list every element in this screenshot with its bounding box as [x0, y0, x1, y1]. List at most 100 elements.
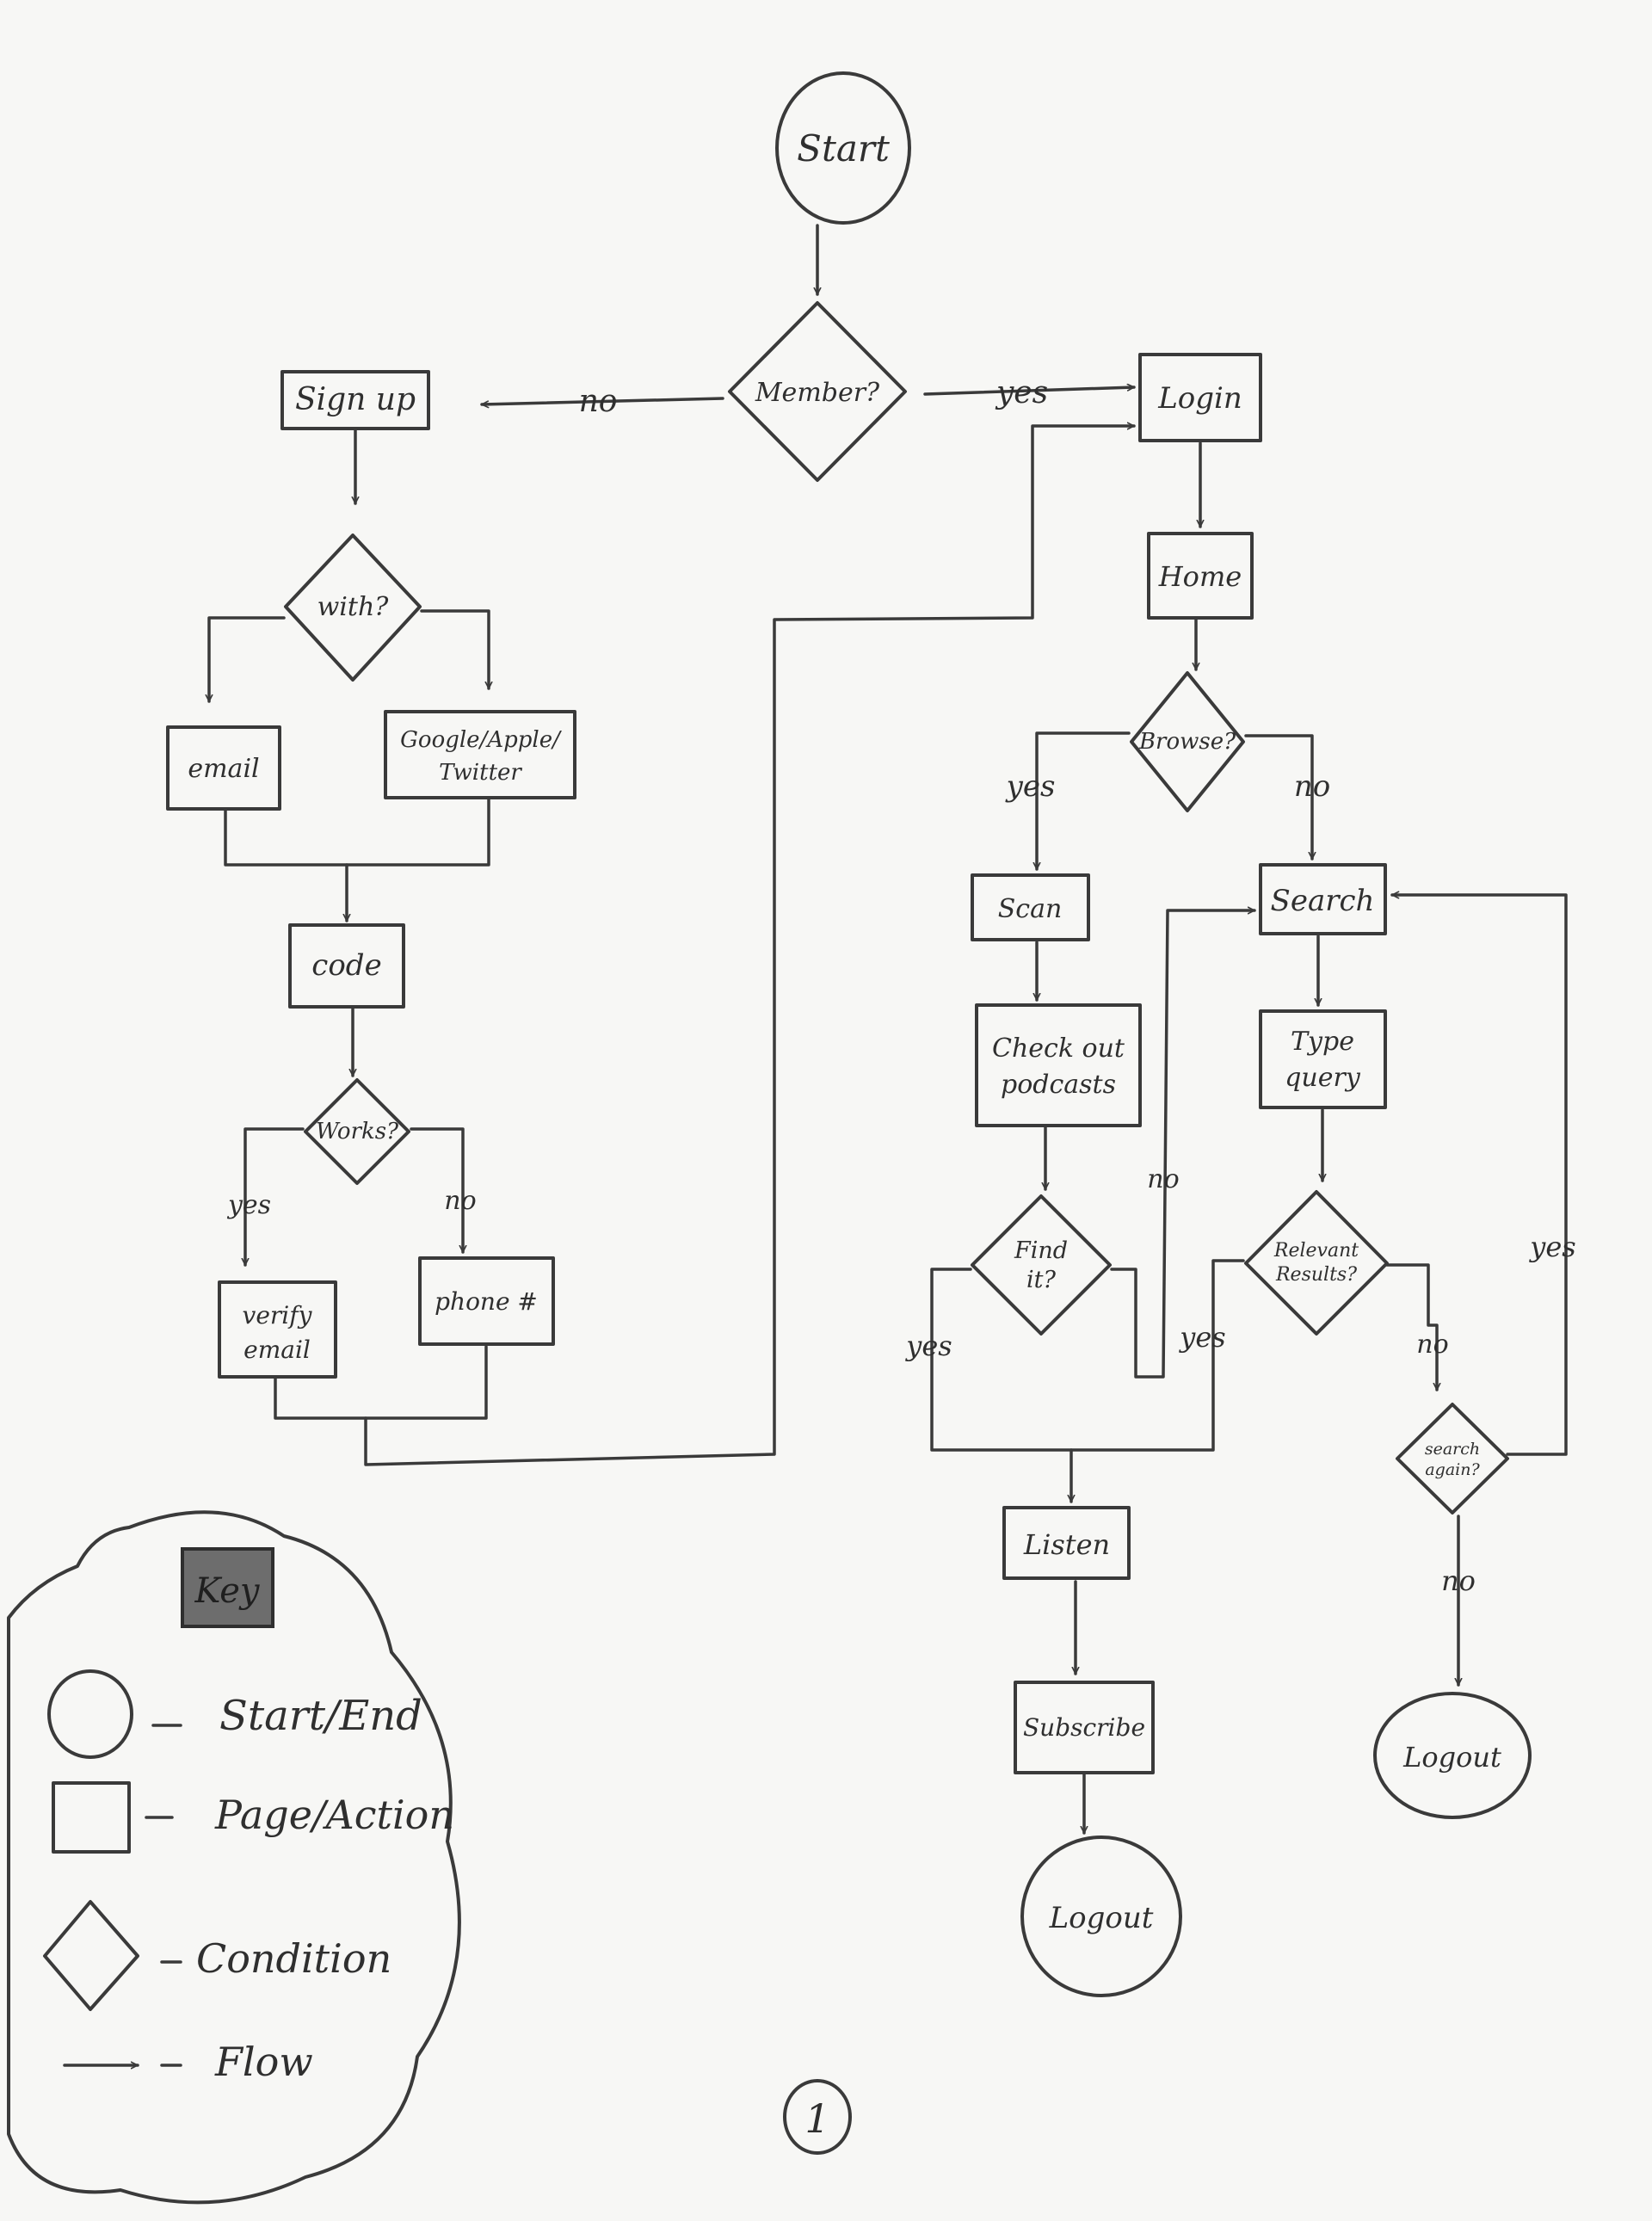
node-relevant-line1: Relevant [1273, 1240, 1359, 1262]
node-logout-left: Logout [1020, 1835, 1182, 1997]
edge-find-no-search [1110, 910, 1256, 1379]
node-find-line2: it? [1026, 1267, 1056, 1293]
legend-circle-icon [47, 1669, 133, 1759]
legend-label-page-action: Page/Action [214, 1792, 454, 1838]
edge-works-phone [410, 1127, 463, 1254]
node-search-again-line1: search [1425, 1440, 1480, 1459]
node-scan-label: Scan [998, 894, 1063, 924]
label-again-yes: yes [1528, 1231, 1575, 1263]
node-relevant-results: Relevant Results? [1244, 1190, 1389, 1336]
legend-scalloped-border [7, 1510, 461, 2205]
legend-item-flow: Flow [63, 2039, 313, 2085]
edge-browse-scan [1037, 731, 1131, 871]
node-search-again: search again? [1396, 1403, 1509, 1515]
node-search: Search [1259, 863, 1387, 935]
label-find-no: no [1147, 1164, 1179, 1194]
node-email: email [166, 725, 281, 811]
node-member: Member? [728, 301, 907, 482]
legend: Key Start/End Page/Action Condition Flow [7, 1510, 461, 2205]
node-type-query-line2: query [1285, 1063, 1361, 1093]
label-find-yes: yes [904, 1330, 952, 1362]
node-relevant-line2: Results? [1275, 1264, 1357, 1286]
edge-member-signup [480, 397, 724, 404]
page-number: 1 [783, 2079, 852, 2155]
node-start-label: Start [797, 127, 890, 170]
node-search-label: Search [1271, 884, 1375, 918]
label-member-no: no [579, 384, 618, 419]
legend-title-box [181, 1547, 274, 1628]
label-works-yes: yes [226, 1190, 271, 1220]
legend-label-flow: Flow [214, 2039, 313, 2085]
node-logout-left-label: Logout [1049, 1901, 1154, 1935]
node-phone: phone # [418, 1256, 555, 1346]
node-login: Login [1138, 353, 1262, 442]
legend-title: Key [194, 1571, 260, 1611]
node-logout-right-label: Logout [1402, 1741, 1501, 1774]
label-browse-no: no [1294, 769, 1330, 804]
label-relevant-no: no [1416, 1330, 1448, 1360]
edge-merge-to-code [224, 797, 490, 867]
legend-rectangle-icon [52, 1781, 131, 1854]
edge-again-search [1390, 895, 1568, 1456]
edge-verify-phone-merge [274, 1345, 488, 1420]
edge-with-email [209, 616, 286, 703]
node-social-line1: Google/Apple/ [400, 727, 562, 753]
node-with: with? [284, 534, 422, 682]
edge-member-login [923, 387, 1136, 396]
edge-works-verify [245, 1127, 305, 1267]
node-scan: Scan [971, 873, 1090, 941]
node-social-line2: Twitter [439, 760, 522, 786]
edges [209, 224, 1568, 1835]
node-social-login: Google/Apple/ Twitter [384, 710, 576, 799]
node-works: Works? [304, 1078, 410, 1185]
edge-labels: no yes yes no yes no yes no yes no yes n… [226, 375, 1576, 1597]
edge-with-social [420, 609, 489, 690]
node-start: Start [775, 71, 911, 225]
node-home: Home [1147, 532, 1254, 620]
node-check-out-line1: Check out [992, 1033, 1125, 1064]
node-check-out-line2: podcasts [1001, 1070, 1116, 1100]
label-member-yes: yes [995, 375, 1048, 410]
node-sign-up: Sign up [280, 370, 430, 430]
legend-diamond-icon [43, 1900, 139, 2011]
node-verify-line2: email [243, 1336, 311, 1364]
label-relevant-yes: yes [1178, 1321, 1225, 1354]
node-email-label: email [188, 754, 259, 784]
edge-relevant-again [1385, 1263, 1437, 1391]
label-works-no: no [444, 1186, 476, 1216]
node-code: code [288, 923, 405, 1009]
node-search-again-line2: again? [1425, 1460, 1480, 1479]
node-subscribe: Subscribe [1014, 1681, 1155, 1774]
node-type-query-line1: Type [1291, 1027, 1354, 1057]
legend-item-condition: Condition [43, 1900, 391, 2011]
label-again-no: no [1441, 1564, 1476, 1597]
edge-signup-to-login [364, 426, 1136, 1466]
legend-item-start-end: Start/End [47, 1669, 422, 1759]
node-with-label: with? [317, 592, 390, 622]
edge-browse-search [1244, 734, 1312, 861]
node-home-label: Home [1158, 560, 1242, 593]
node-login-label: Login [1157, 381, 1242, 416]
node-subscribe-label: Subscribe [1023, 1713, 1145, 1742]
node-listen: Listen [1002, 1506, 1131, 1580]
node-code-label: code [311, 948, 381, 983]
node-sign-up-label: Sign up [295, 382, 416, 417]
node-verify-line1: verify [243, 1301, 313, 1330]
label-browse-yes: yes [1005, 769, 1056, 804]
node-phone-label: phone # [435, 1287, 538, 1316]
node-type-query: Type query [1259, 1009, 1387, 1109]
node-verify-email: verify email [218, 1280, 337, 1379]
legend-label-start-end: Start/End [219, 1692, 422, 1740]
node-member-label: Member? [755, 378, 880, 408]
legend-label-condition: Condition [196, 1935, 391, 1982]
page-number-label: 1 [804, 2095, 829, 2142]
node-browse-label: Browse? [1138, 729, 1236, 755]
node-check-out: Check out podcasts [975, 1003, 1142, 1127]
node-find-it: Find it? [971, 1194, 1112, 1336]
node-listen-label: Listen [1023, 1528, 1110, 1561]
node-works-label: Works? [316, 1119, 399, 1144]
legend-item-page-action: Page/Action [52, 1781, 454, 1854]
node-find-line1: Find [1014, 1237, 1068, 1264]
node-browse: Browse? [1130, 671, 1245, 812]
